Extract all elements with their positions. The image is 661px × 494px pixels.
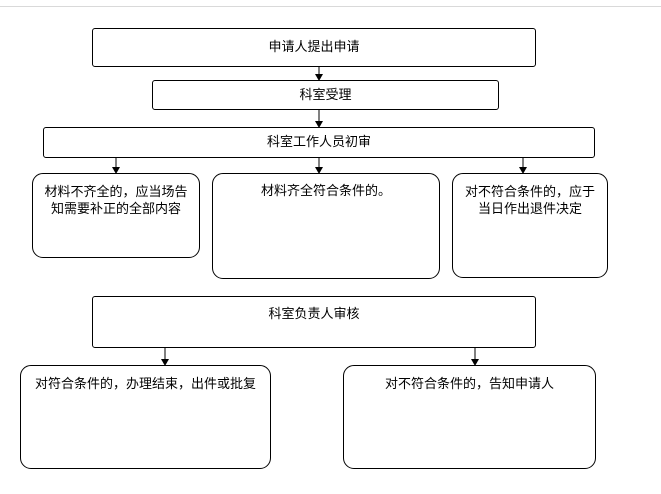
accept-box: 科室受理 [152, 80, 499, 110]
reject-box: 对不符合条件的，告知申请人 [343, 365, 596, 469]
incomplete-box: 材料不齐全的，应当场告知需要补正的全部内容 [32, 173, 200, 258]
approve-box: 对符合条件的，办理结束，出件或批复 [20, 365, 271, 469]
apply-box: 申请人提出申请 [92, 28, 536, 67]
head-review-box: 科室负责人审核 [92, 296, 536, 348]
initial-review-label: 科室工作人员初审 [266, 135, 371, 150]
head-review-label: 科室负责人审核 [268, 307, 360, 322]
reject-label: 对不符合条件的，告知申请人 [384, 377, 554, 392]
not-eligible-first-box: 对不符合条件的，应于当日作出退件决定 [452, 173, 608, 278]
accept-label: 科室受理 [299, 87, 352, 103]
incomplete-label: 材料不齐全的，应当场告知需要补正的全部内容 [44, 185, 188, 217]
top-divider [0, 6, 661, 7]
complete-label: 材料齐全符合条件的。 [260, 184, 391, 199]
not-eligible-first-label: 对不符合条件的，应于当日作出退件决定 [464, 185, 595, 217]
initial-review-box: 科室工作人员初审 [43, 127, 595, 158]
complete-box: 材料齐全符合条件的。 [212, 173, 440, 279]
apply-label: 申请人提出申请 [268, 40, 360, 55]
approve-label: 对符合条件的，办理结束，出件或批复 [34, 377, 256, 392]
